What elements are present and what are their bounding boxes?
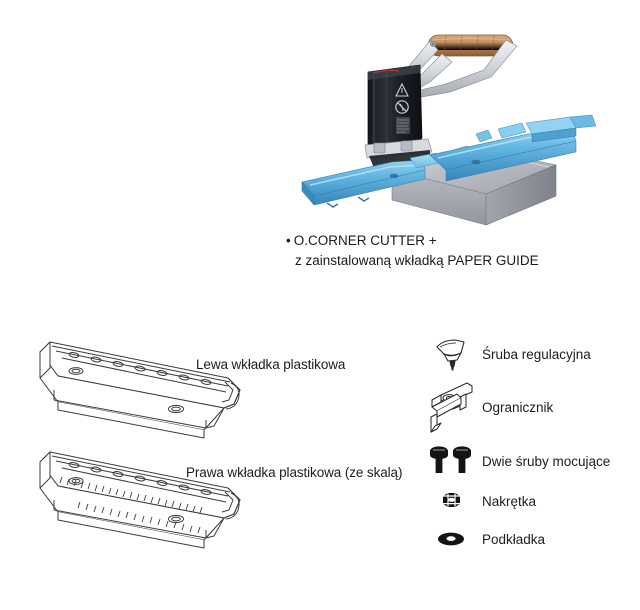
stopper-bracket-icon bbox=[420, 379, 482, 435]
cutter-head-group bbox=[367, 64, 423, 151]
part-label: Ogranicznik bbox=[482, 399, 554, 415]
caption-line-1: •O.CORNER CUTTER + bbox=[286, 231, 616, 251]
scale-graduations-lower bbox=[77, 501, 201, 534]
caption-line-2: z zainstalowaną wkładką PAPER GUIDE bbox=[295, 252, 539, 268]
part-row: Śruba regulacyjna bbox=[420, 332, 636, 376]
left-plastic-insert-drawing bbox=[28, 330, 288, 440]
two-bolts-icon bbox=[420, 444, 482, 478]
product-photo bbox=[270, 10, 630, 235]
warning-label-circle bbox=[395, 100, 409, 114]
right-insert-label: Prawa wkładka plastikowa (ze skalą) bbox=[186, 465, 403, 480]
right-plastic-insert-drawing bbox=[28, 440, 308, 555]
bolt-1 bbox=[430, 446, 448, 473]
part-label: Nakrętka bbox=[482, 493, 537, 509]
part-label: Dwie śruby mocujące bbox=[482, 453, 611, 469]
bullet-icon: • bbox=[286, 233, 291, 248]
part-row: Dwie śruby mocujące bbox=[420, 440, 636, 482]
part-label: Śruba regulacyjna bbox=[482, 346, 591, 362]
washer-icon bbox=[420, 530, 482, 548]
part-row: Nakrętka bbox=[420, 484, 636, 518]
product-caption: •O.CORNER CUTTER + z zainstalowaną wkład… bbox=[286, 231, 616, 270]
blue-guide-rails-group bbox=[301, 114, 597, 208]
part-row: Podkładka bbox=[420, 522, 636, 556]
wing-screw-icon bbox=[420, 336, 482, 372]
left-insert-label: Lewa wkładka plastikowa bbox=[196, 357, 346, 372]
part-row: Ogranicznik bbox=[420, 376, 636, 438]
blade-holder-group bbox=[364, 138, 433, 168]
caption-line-1-text: O.CORNER CUTTER + bbox=[293, 233, 437, 248]
warning-label-triangle bbox=[395, 82, 409, 97]
bolt-2 bbox=[453, 446, 471, 473]
scale-graduations bbox=[59, 476, 203, 514]
part-label: Podkładka bbox=[482, 531, 546, 547]
hex-nut-icon bbox=[420, 489, 482, 513]
